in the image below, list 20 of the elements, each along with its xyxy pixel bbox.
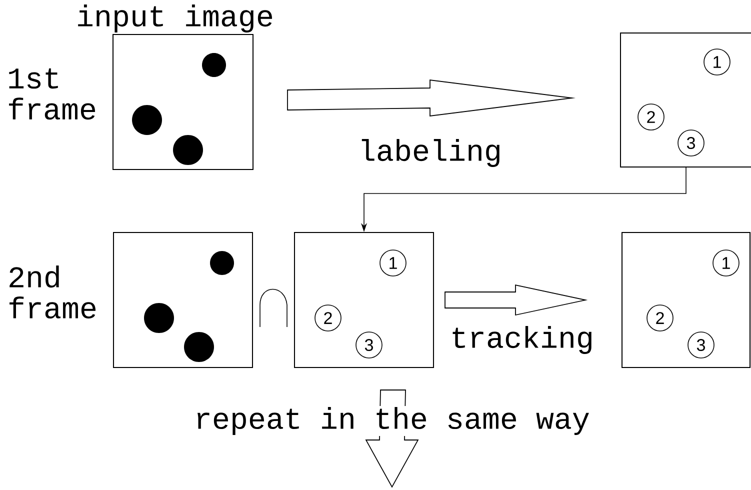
- circled-number: 2: [638, 104, 664, 130]
- edge-label: labeling: [362, 139, 500, 167]
- row-label: 1st frame: [9, 68, 96, 120]
- image-box: [294, 232, 434, 368]
- circled-number: 2: [646, 304, 674, 332]
- circled-number: 1: [712, 250, 740, 276]
- circled-number: 3: [356, 332, 382, 358]
- row-label: 2nd frame: [10, 266, 96, 319]
- hollow-arrow: [444, 284, 588, 316]
- circled-number: 1: [380, 250, 406, 276]
- circled-number: 3: [678, 130, 704, 156]
- circled-number: 2: [314, 304, 342, 332]
- circled-number: 1: [704, 48, 730, 76]
- edge-label: repeat in the same way: [198, 407, 589, 435]
- image-box: [622, 232, 750, 368]
- circled-number: 3: [688, 332, 714, 358]
- box-heading: input image: [78, 4, 272, 32]
- edge-label: tracking: [452, 326, 592, 354]
- image-box: [620, 32, 751, 168]
- hollow-arrow: [287, 79, 576, 117]
